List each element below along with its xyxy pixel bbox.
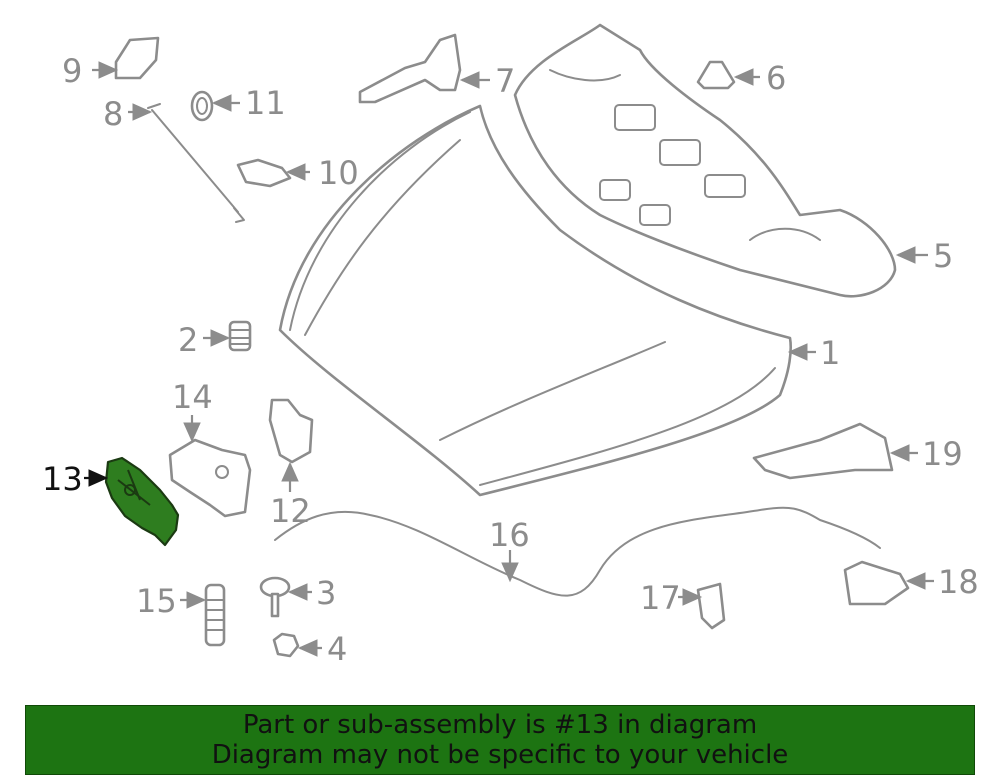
label-part-13: 13 xyxy=(42,460,83,498)
leader-arrows xyxy=(84,61,934,657)
label-part-11: 11 xyxy=(245,84,286,122)
part-9-striker[interactable] xyxy=(114,36,160,80)
part-2-bumper[interactable] xyxy=(228,320,252,352)
part-10-clip-bracket[interactable] xyxy=(236,158,292,188)
label-part-16: 16 xyxy=(489,516,530,554)
part-13-latch-highlighted[interactable] xyxy=(104,456,180,547)
part-16-release-cable[interactable] xyxy=(274,506,881,597)
part-18-release-handle[interactable] xyxy=(843,560,910,606)
part-19-hinge[interactable] xyxy=(752,422,894,480)
label-part-19: 19 xyxy=(922,435,963,473)
label-part-10: 10 xyxy=(318,154,359,192)
label-part-15: 15 xyxy=(136,582,177,620)
label-part-7: 7 xyxy=(495,62,515,100)
label-part-6: 6 xyxy=(766,59,786,97)
part-12-hinge[interactable] xyxy=(268,398,314,464)
label-part-1: 1 xyxy=(820,334,840,372)
part-4-nut[interactable] xyxy=(272,632,300,658)
part-6-clip[interactable] xyxy=(696,60,736,90)
part-15-bolt[interactable] xyxy=(204,583,226,647)
label-part-17: 17 xyxy=(640,579,681,617)
label-part-8: 8 xyxy=(103,95,123,133)
part-5-insulator[interactable] xyxy=(513,23,897,298)
part-17-clip[interactable] xyxy=(696,582,726,630)
label-part-3: 3 xyxy=(316,574,336,612)
label-part-4: 4 xyxy=(327,630,347,668)
part-3-bolt[interactable] xyxy=(259,576,291,618)
label-part-9: 9 xyxy=(62,52,82,90)
info-banner: Part or sub-assembly is #13 in diagram D… xyxy=(25,705,975,775)
label-part-5: 5 xyxy=(933,237,953,275)
part-7-bracket[interactable] xyxy=(358,33,462,104)
part-1-hood[interactable] xyxy=(278,104,792,497)
label-part-12: 12 xyxy=(270,492,311,530)
label-part-18: 18 xyxy=(938,563,979,601)
part-11-grommet[interactable] xyxy=(190,90,214,122)
part-14-latch[interactable] xyxy=(168,438,252,518)
banner-line-2: Diagram may not be specific to your vehi… xyxy=(211,740,789,770)
part-8-prop-rod[interactable] xyxy=(147,103,245,223)
banner-line-1: Part or sub-assembly is #13 in diagram xyxy=(242,710,758,740)
label-part-2: 2 xyxy=(178,321,198,359)
parts-diagram: 9 8 11 10 7 6 5 1 2 14 13 12 16 19 15 3 … xyxy=(42,23,979,668)
label-part-14: 14 xyxy=(172,378,213,416)
